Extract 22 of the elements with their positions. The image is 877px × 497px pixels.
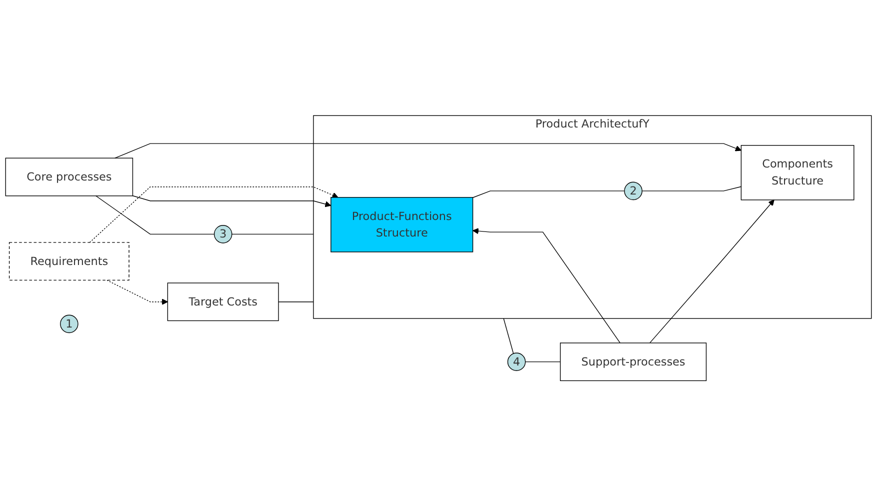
arrow	[649, 200, 774, 344]
node-circle: 2	[624, 182, 642, 200]
connector	[232, 234, 314, 235]
connector	[503, 318, 514, 354]
connector	[278, 302, 314, 303]
arrow	[106, 280, 168, 306]
node-circle: 4	[507, 353, 526, 372]
node-box: Requirements	[8, 242, 130, 281]
arrow	[114, 144, 742, 159]
node-circle: 1	[60, 315, 78, 334]
node-box: Support-processes	[560, 342, 707, 382]
arrow	[132, 196, 332, 208]
node-box: Target Costs	[167, 282, 279, 322]
connector	[642, 186, 742, 192]
arrow	[472, 228, 620, 344]
node-circle: 3	[214, 225, 232, 244]
node-box: Core processes	[5, 158, 134, 197]
connector	[472, 190, 625, 198]
connector	[525, 362, 561, 363]
node-box: Components Structure	[740, 145, 854, 201]
connector	[96, 196, 215, 235]
node-box: Product-Functions Structure	[330, 197, 474, 253]
